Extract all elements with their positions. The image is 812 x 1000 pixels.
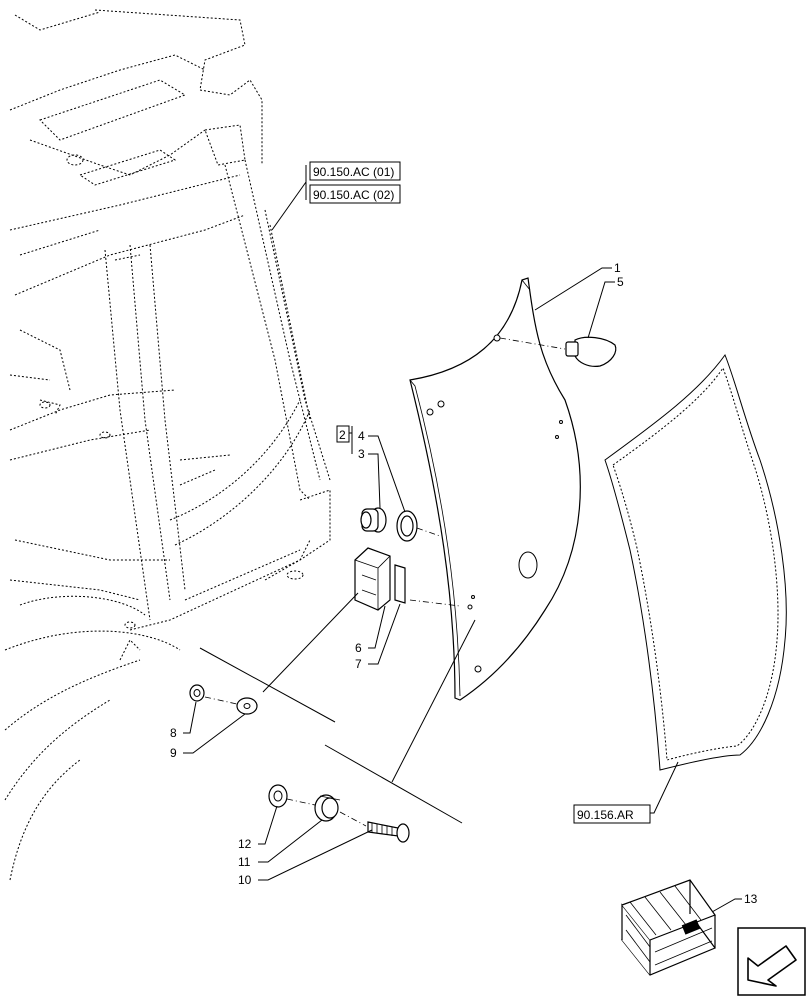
reference-boxes	[309, 161, 651, 824]
assembly-leaders	[199, 592, 476, 824]
ref-90-150-ac-01-label: 90.150.AC (01)	[313, 165, 394, 179]
callout-13: 13	[744, 892, 758, 906]
bumper-part-5	[499, 336, 617, 367]
ref-90-156-ar-label: 90.156.AR	[577, 808, 634, 822]
bracket-parts-6-7	[354, 547, 461, 611]
callout-1: 1	[614, 261, 621, 275]
nut-washer-parts-8-9	[189, 684, 258, 715]
ref-90-150-ac-01[interactable]: 90.150.AC (01)	[313, 165, 394, 179]
callout-12: 12	[238, 837, 252, 851]
glass-pane	[604, 353, 787, 771]
cab-frame	[4, 9, 331, 881]
ref-90-156-ar[interactable]: 90.156.AR	[577, 808, 634, 822]
callout-10: 10	[238, 873, 252, 887]
ref-90-150-ac-02-label: 90.150.AC (02)	[313, 188, 394, 202]
callout-8: 8	[170, 726, 177, 740]
screw-parts-10-11-12	[268, 784, 410, 843]
callout-9: 9	[170, 746, 177, 760]
callout-6: 6	[355, 641, 362, 655]
side-panel-part-1	[409, 277, 581, 701]
callout-2: 2	[339, 428, 346, 442]
callout-5: 5	[617, 275, 624, 289]
callout-11: 11	[238, 855, 251, 869]
callout-3: 3	[358, 447, 365, 461]
callout-7: 7	[355, 657, 362, 671]
grommet-parts-3-4	[360, 507, 441, 542]
ref-90-150-ac-02[interactable]: 90.150.AC (02)	[313, 188, 394, 202]
callout-numbers: 1 2 3 4 5 6 7 8 9 10 11 12 13	[170, 261, 758, 906]
wooden-crate-icon	[621, 879, 716, 976]
callout-4: 4	[358, 429, 365, 443]
arrow-back-icon[interactable]	[737, 927, 806, 996]
